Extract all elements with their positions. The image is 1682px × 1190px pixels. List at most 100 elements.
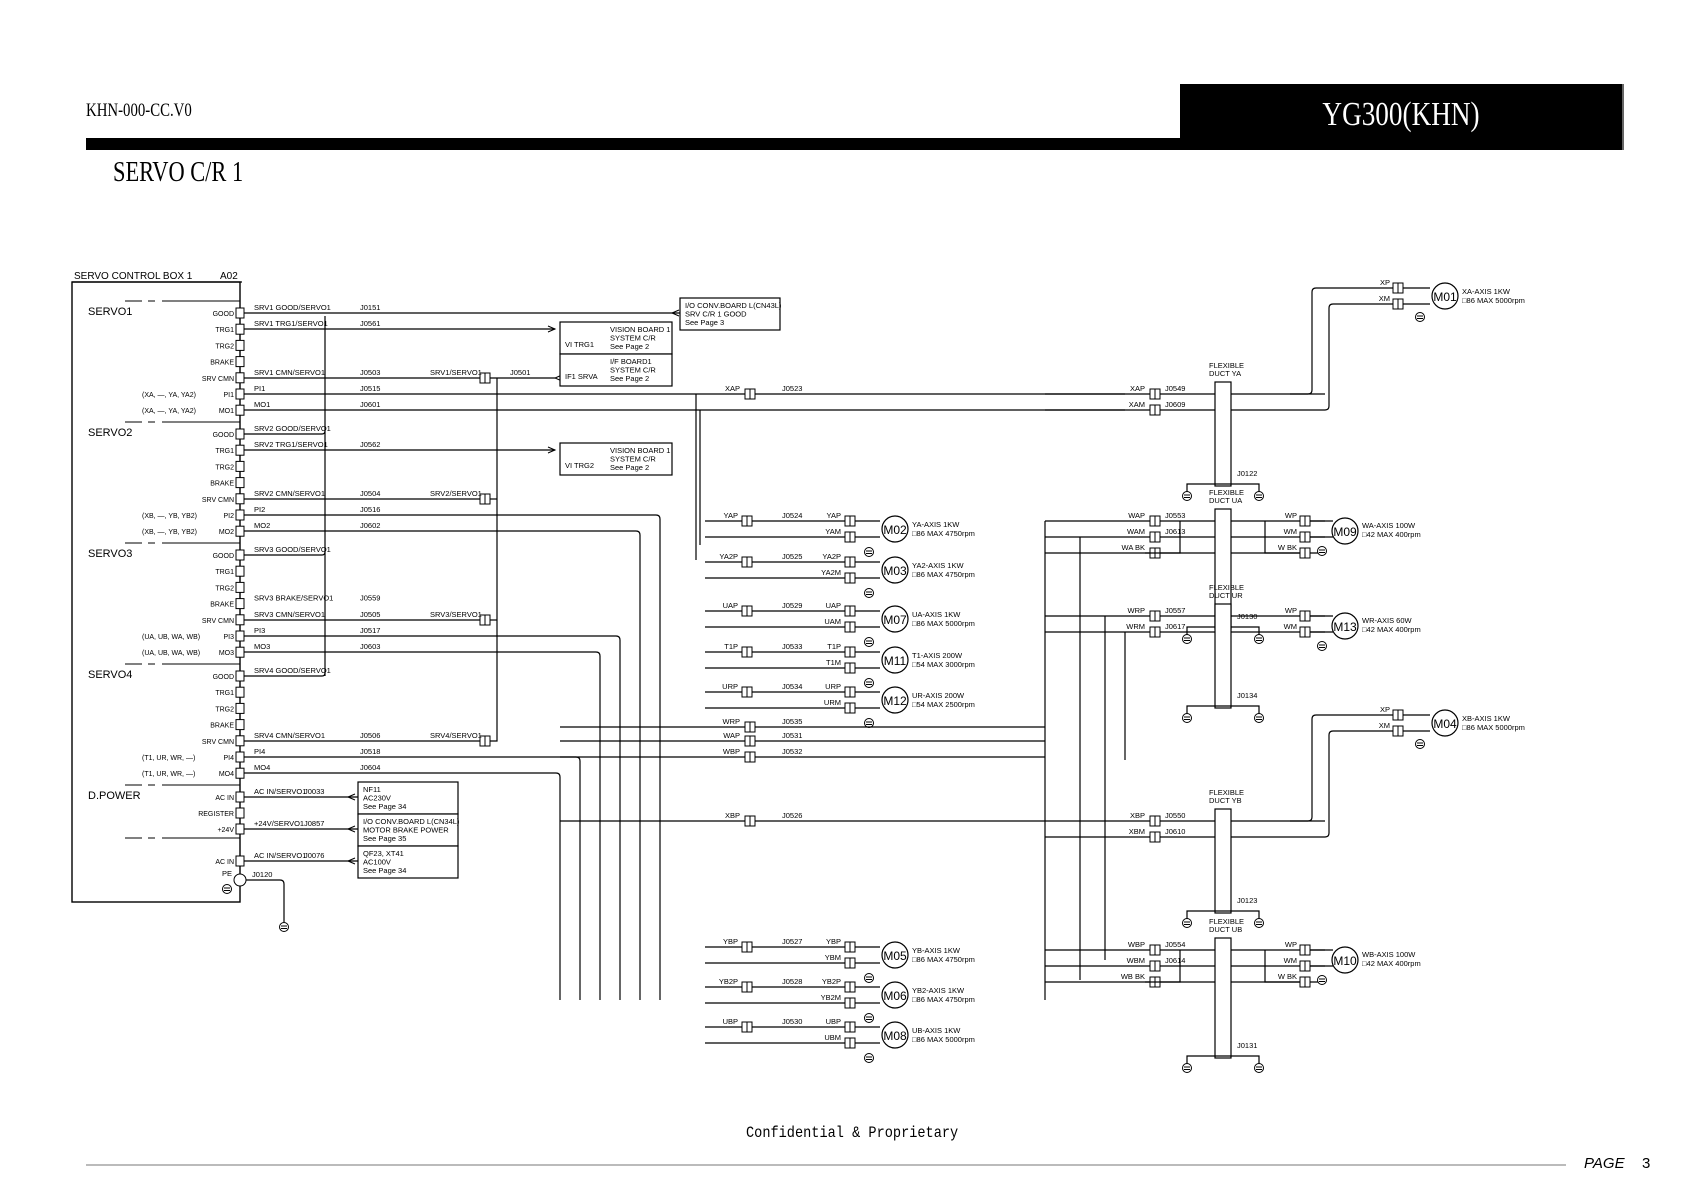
ground-circle — [1415, 739, 1425, 749]
source-label: UBP — [723, 1017, 738, 1026]
axis-note: (XA, —, YA, YA2) — [142, 392, 196, 399]
ground-icon — [864, 547, 874, 557]
pin-terminal — [235, 646, 245, 658]
junction-label: J0561 — [360, 319, 380, 328]
duct-ground-wire — [1186, 705, 1260, 714]
reference-box-line: See Page 3 — [685, 318, 724, 327]
ground-icon — [1254, 1063, 1264, 1073]
motor-symbol — [881, 556, 909, 584]
mid-line-label: XAP — [725, 384, 740, 393]
reference-box-line: I/O CONV.BOARD L(CN34L) — [363, 817, 460, 826]
junction-label: J0601 — [360, 400, 380, 409]
motor-desc: □86 MAX 5000rpm — [912, 1035, 975, 1044]
reference-box-line: VISION BOARD 1 — [610, 325, 670, 334]
pin-name: GOOD — [213, 674, 234, 681]
reference-box — [559, 321, 673, 355]
ground-circle — [1317, 975, 1327, 985]
wire-label: PI1 — [254, 384, 265, 393]
pin-terminal — [235, 388, 245, 400]
wire-label: SRV1 TRG1/SERVO1 — [254, 319, 328, 328]
wire-label: PI4 — [254, 747, 265, 756]
ground-icon — [1317, 975, 1327, 985]
reference-box-line: SRV C/R 1 GOOD — [685, 310, 747, 319]
pin-terminal — [235, 339, 245, 351]
wire-label: SRV4 CMN/SERVO1 — [254, 731, 325, 740]
pin-terminal — [235, 670, 245, 682]
wire-label: SRV2 TRG1/SERVO1 — [254, 440, 328, 449]
pi-wire — [244, 651, 601, 1000]
duct-line-label: XAP — [1130, 384, 1145, 393]
axis-note: (XB, —, YB, YB2) — [142, 513, 197, 520]
reference-box-source: IF1 SRVA — [565, 372, 598, 381]
pin-name: SRV CMN — [202, 376, 234, 383]
motor-symbol — [1331, 612, 1359, 640]
ground-circle — [864, 547, 874, 557]
motor-desc: UB-AXIS 1KW — [912, 1026, 961, 1035]
pin-terminal — [235, 614, 245, 626]
junction-label: J0550 — [1165, 811, 1185, 820]
reference-box — [559, 353, 673, 387]
pi-wire — [244, 772, 561, 1000]
motor-desc: WA-AXIS 100W — [1362, 521, 1416, 530]
pin-terminal — [235, 565, 245, 577]
junction-label: J0524 — [782, 511, 802, 520]
motor-symbol — [881, 646, 909, 674]
duct-label: FLEXIBLE — [1209, 583, 1244, 592]
axis-note: (XA, —, YA, YA2) — [142, 408, 196, 415]
bk-route — [1264, 521, 1300, 554]
pin-name: MO2 — [219, 529, 234, 536]
duct-label: FLEXIBLE — [1209, 917, 1244, 926]
pin-name: TRG2 — [215, 585, 234, 592]
model-banner: YG300(KHN) — [1180, 84, 1624, 150]
duct-ground-wire — [1186, 483, 1260, 492]
pin-terminal — [235, 598, 245, 610]
duct-line-label: WBM — [1127, 956, 1145, 965]
ground-icon — [1182, 713, 1192, 723]
pin-terminal — [235, 323, 245, 335]
wire-label: SRV1 CMN/SERVO1 — [254, 368, 325, 377]
junction-label: J0532 — [782, 747, 802, 756]
junction-label: J0603 — [360, 642, 380, 651]
cmn-bus — [490, 378, 498, 742]
motor-desc: □86 MAX 4750rpm — [912, 995, 975, 1004]
pin-terminal — [235, 509, 245, 521]
motor-desc: UA-AXIS 1KW — [912, 610, 961, 619]
pin-terminal — [235, 686, 245, 698]
axis-note: (T1, UR, WR, —) — [142, 771, 195, 778]
junction-label: J0503 — [360, 368, 380, 377]
junction-label: J0535 — [782, 717, 802, 726]
pin-terminal — [235, 630, 245, 642]
source-label: UAP — [723, 601, 738, 610]
pin-name: PI4 — [223, 755, 234, 762]
motor-p-label: YA2P — [822, 552, 841, 561]
pi-wire — [244, 530, 641, 1000]
motor-symbol — [881, 605, 909, 633]
wire-label: MO4 — [254, 763, 270, 772]
flexible-duct — [1214, 937, 1232, 1059]
pin-name: BRAKE — [210, 723, 234, 730]
junction-label: J0523 — [782, 384, 802, 393]
motor-m-label: WM — [1284, 527, 1297, 536]
ground-circle — [1317, 641, 1327, 651]
axis-note: (T1, UR, WR, —) — [142, 755, 195, 762]
junction-label: J0518 — [360, 747, 380, 756]
pin-terminal — [235, 855, 245, 867]
motor-id: M04 — [1433, 717, 1457, 731]
junction-label: J0525 — [782, 552, 802, 561]
junction-label: J0617 — [1165, 622, 1185, 631]
junction-label: J0134 — [1237, 691, 1257, 700]
ground-icon — [864, 1013, 874, 1023]
wire-label: MO3 — [254, 642, 270, 651]
pin-terminal — [235, 751, 245, 763]
mid-line-label: WRP — [723, 717, 741, 726]
ground-icon — [1182, 634, 1192, 644]
pin-terminal — [235, 719, 245, 731]
duct-label: DUCT YA — [1209, 369, 1241, 378]
motor-desc: XB-AXIS 1KW — [1462, 714, 1511, 723]
wire-label: SRV3 GOOD/SERVO1 — [254, 545, 331, 554]
junction-label: J0501 — [510, 368, 530, 377]
motor-m-label: T1M — [826, 658, 841, 667]
ground-icon — [864, 973, 874, 983]
reference-box-line: SYSTEM C/R — [610, 334, 656, 343]
